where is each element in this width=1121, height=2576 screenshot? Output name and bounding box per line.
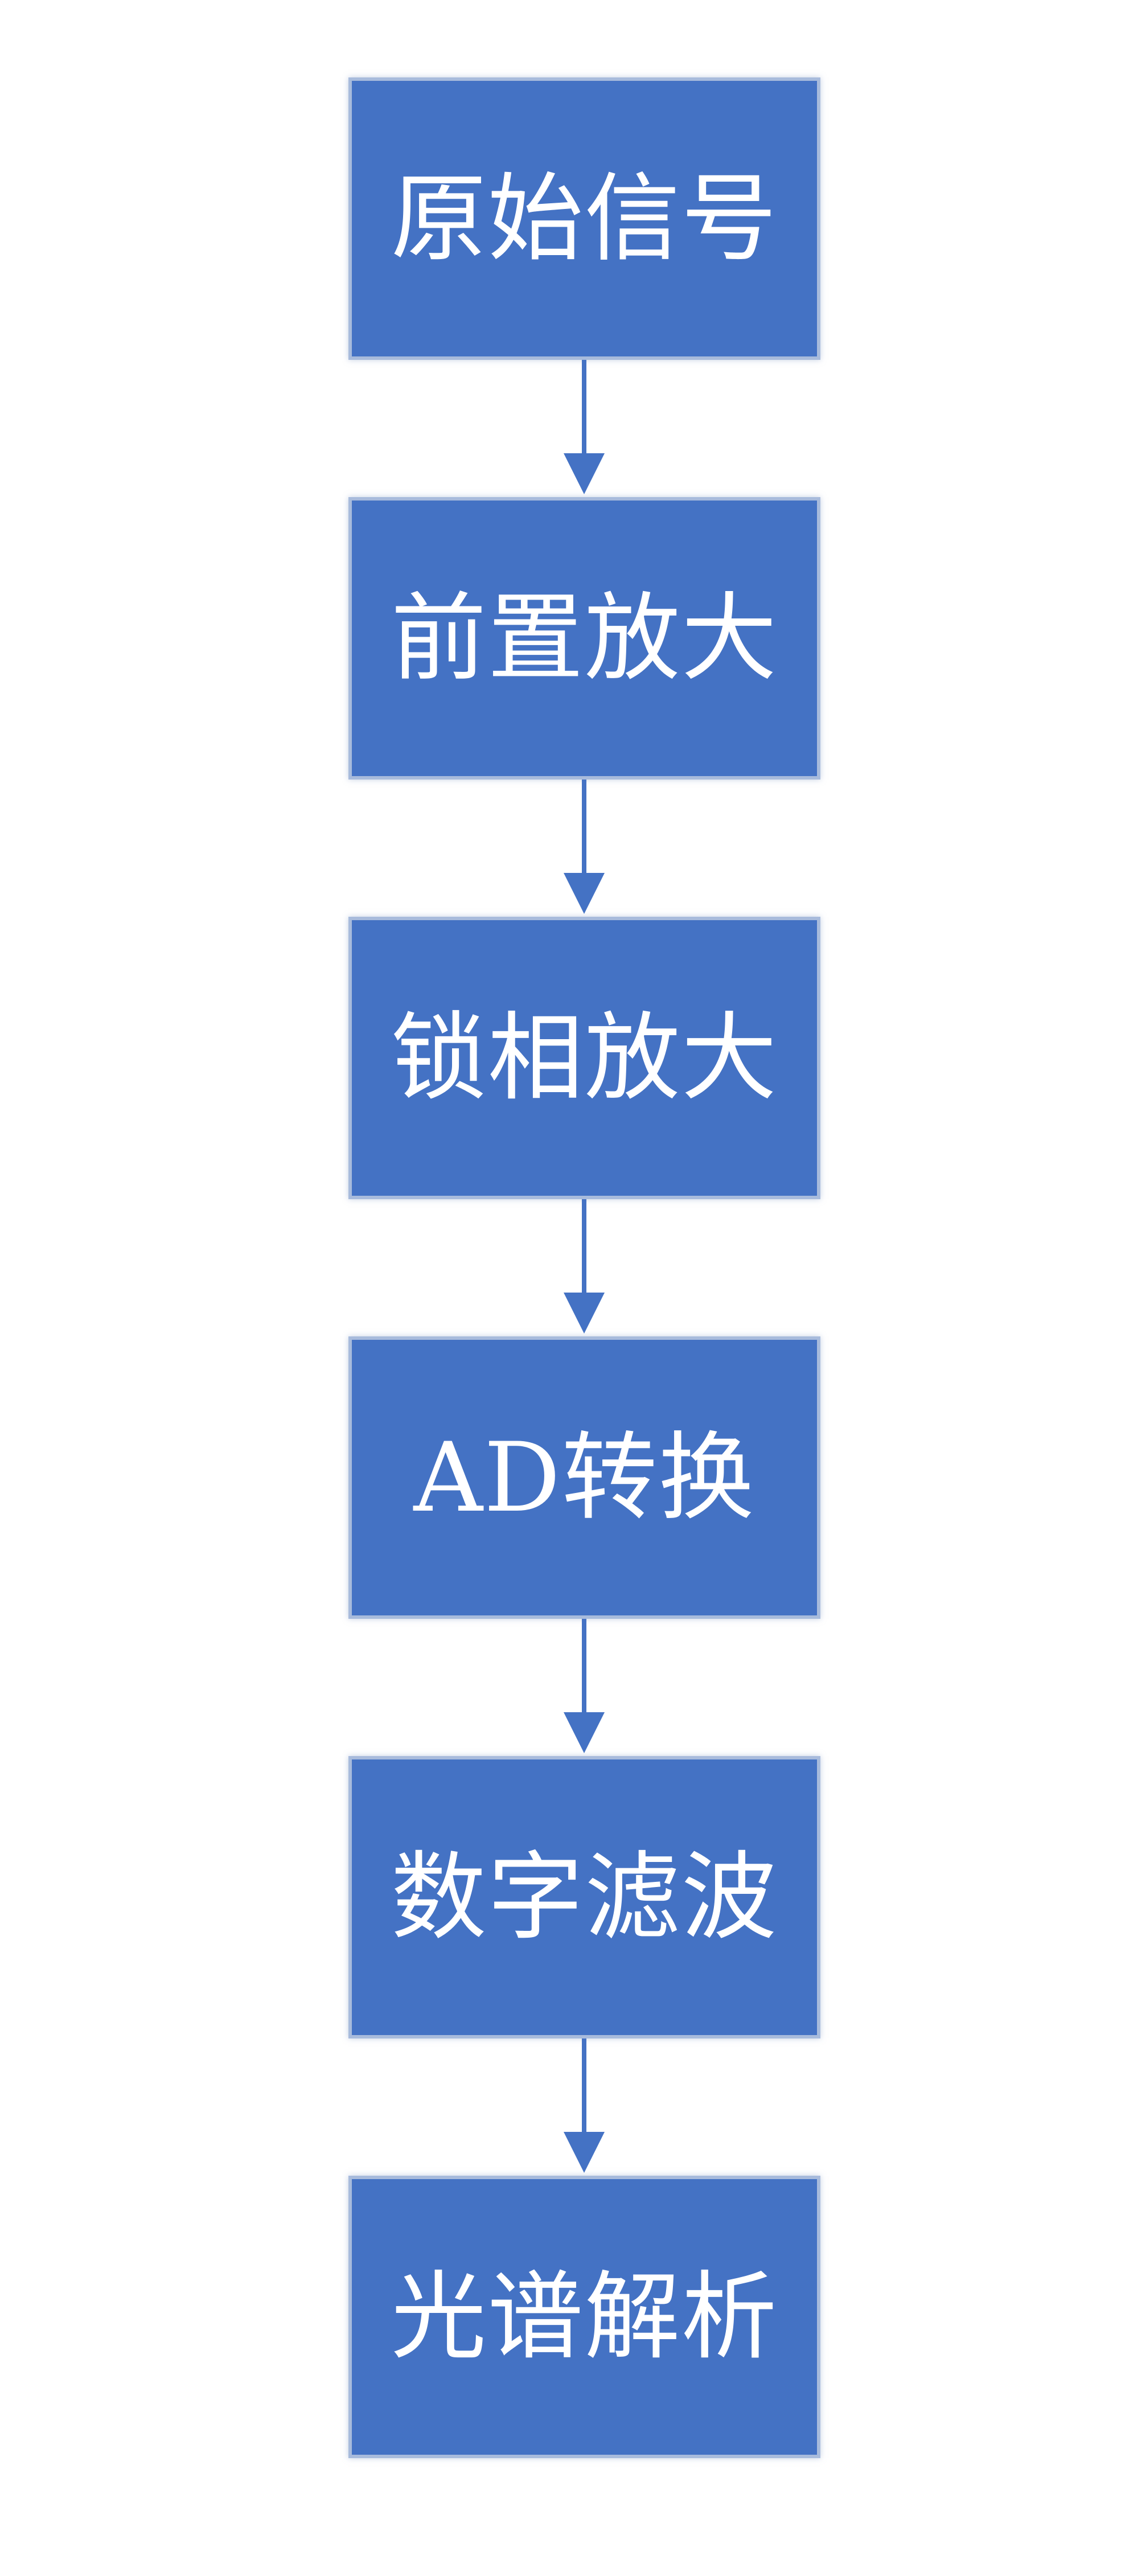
- arrow-down: [564, 780, 605, 914]
- step-label: 锁相放大: [391, 1002, 778, 1114]
- step-ad-conversion: AD转换: [348, 1336, 820, 1619]
- step-original-signal: 原始信号: [348, 77, 820, 360]
- step-label: 原始信号: [391, 163, 778, 274]
- step-label: 数字滤波: [391, 1841, 778, 1953]
- arrow-down: [564, 2038, 605, 2173]
- arrow-down: [564, 1199, 605, 1334]
- step-lock-in-amplifier: 锁相放大: [348, 917, 820, 1199]
- step-preamplifier: 前置放大: [348, 497, 820, 780]
- arrow-down: [564, 1619, 605, 1753]
- step-digital-filter: 数字滤波: [348, 1756, 820, 2038]
- arrow-down: [564, 360, 605, 494]
- step-label: AD转换: [413, 1422, 755, 1533]
- step-label: 光谱解析: [391, 2261, 778, 2373]
- step-label: 前置放大: [391, 583, 778, 694]
- step-spectral-analysis: 光谱解析: [348, 2176, 820, 2458]
